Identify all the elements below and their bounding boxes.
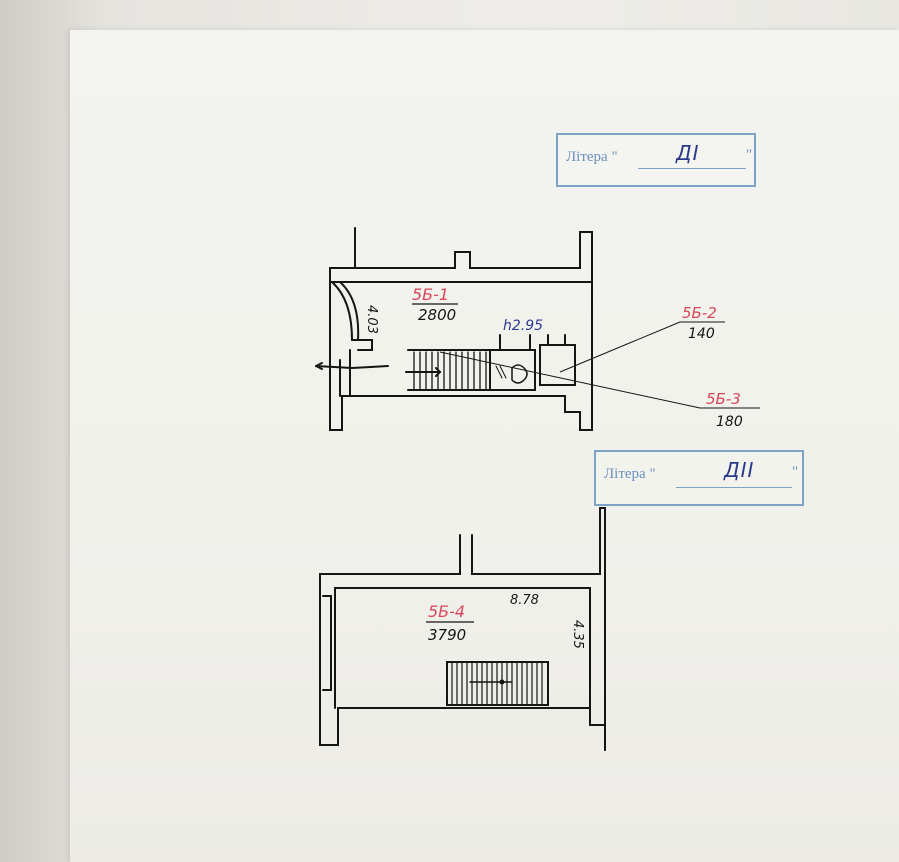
height-mark: h2.95 bbox=[503, 318, 543, 334]
paper-sheet bbox=[70, 30, 899, 862]
stamp-underline bbox=[676, 487, 792, 488]
stamp-close-quote: " bbox=[792, 464, 799, 480]
stamp-close-quote: " bbox=[746, 147, 753, 163]
dim-right: 4.35 bbox=[570, 620, 585, 649]
stamp-underline bbox=[638, 168, 746, 169]
litera-stamp-2: Літера " ДII " bbox=[594, 450, 804, 506]
room-5b3-code: 5Б-3 bbox=[706, 390, 741, 408]
room-5b1-area: 2800 bbox=[418, 306, 456, 324]
dim-top: 8.78 bbox=[510, 593, 539, 608]
dim-left: 4.03 bbox=[364, 305, 379, 334]
room-5b2-code: 5Б-2 bbox=[682, 304, 717, 322]
room-5b4-code: 5Б-4 bbox=[428, 602, 465, 621]
room-5b1-code: 5Б-1 bbox=[412, 285, 449, 304]
stamp-value: ДII bbox=[724, 458, 755, 482]
litera-stamp-1: Літера " ДI " bbox=[556, 133, 756, 187]
stamp-label: Літера " bbox=[566, 149, 618, 165]
stamp-label: Літера " bbox=[604, 466, 656, 482]
room-5b2-area: 140 bbox=[688, 326, 715, 342]
room-5b3-area: 180 bbox=[716, 414, 743, 430]
room-5b4-area: 3790 bbox=[428, 626, 466, 644]
stamp-value: ДI bbox=[676, 141, 700, 165]
